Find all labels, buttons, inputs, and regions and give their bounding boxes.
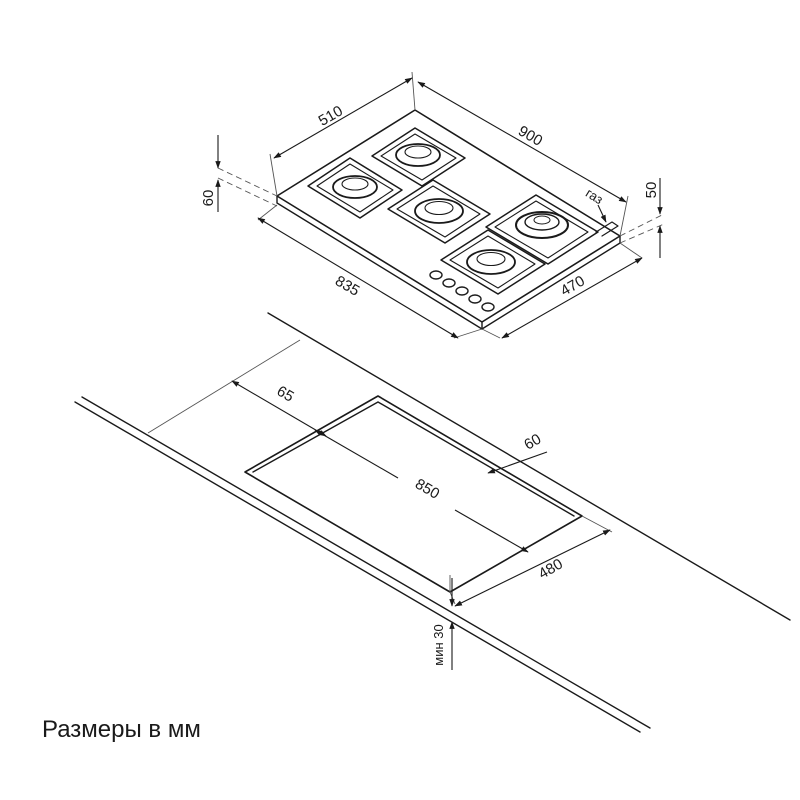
dim-835-label: 835 [332,272,362,299]
dim-850-label: 850 [412,475,442,502]
gas-connection: газ [583,185,607,223]
burner-back-left [371,127,466,187]
countertop [74,312,791,733]
burner-center [387,179,491,244]
dim-835: 835 [257,204,483,339]
dim-65: 65 [231,380,327,437]
burner-right-wok [485,194,599,265]
dim-50-hob-label: 50 [643,182,660,199]
dim-60-cutout-label: 60 [521,431,544,454]
dim-510-label: 510 [316,102,346,129]
dim-min-30: мин 30 [431,575,455,670]
cutout-opening [244,395,583,593]
dim-60-hob-label: 60 [200,190,217,207]
dim-60-hob: 60 [200,135,278,212]
dim-min-30-label: мин 30 [431,624,446,665]
dim-50-hob: 50 [619,178,665,258]
dim-900-label: 900 [515,122,545,149]
dim-480: 480 [449,515,613,607]
dim-65-label: 65 [274,383,297,406]
dim-480-label: 480 [536,555,566,582]
units-caption: Размеры в мм [42,716,201,743]
control-knobs [429,270,495,312]
dim-60-cutout: 60 [487,431,548,474]
burner-front [440,229,546,295]
dim-850: 850 [314,429,529,553]
dim-470-label: 470 [558,272,588,299]
dim-470: 470 [481,242,643,339]
